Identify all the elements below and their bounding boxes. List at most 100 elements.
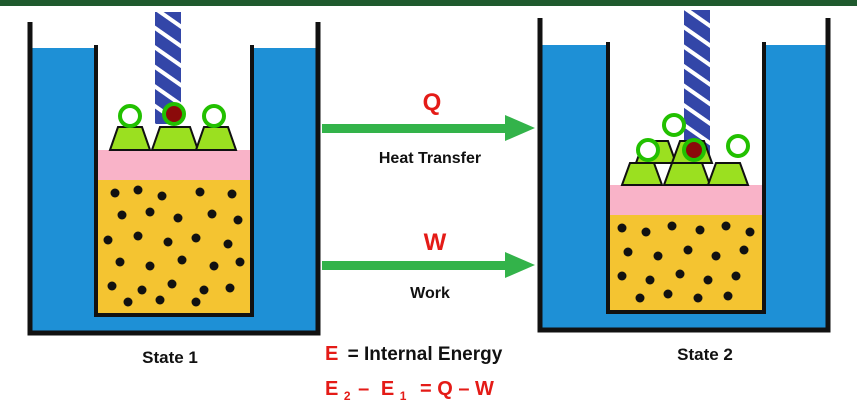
state2-weights — [620, 113, 750, 186]
weight — [150, 126, 200, 151]
gas-molecule — [711, 251, 721, 261]
work-arrow: W Work — [322, 229, 535, 302]
equation-sub1: 1 — [400, 389, 407, 403]
gas-molecule — [223, 239, 233, 249]
state1-container: State 1 — [27, 12, 321, 367]
legend-symbol: E — [325, 343, 338, 365]
gas-molecule — [191, 297, 201, 307]
work-arrow-head — [505, 252, 535, 278]
gas-molecule — [145, 207, 155, 217]
weight — [662, 162, 712, 186]
gas-molecule — [623, 247, 633, 257]
gas-molecule — [693, 293, 703, 303]
gas-molecule — [123, 297, 133, 307]
weight-ring — [726, 134, 750, 158]
gas-molecule — [133, 185, 143, 195]
legend-definition: = Internal Energy — [348, 344, 503, 365]
gas-molecule — [177, 255, 187, 265]
state1-bath-wall — [27, 22, 321, 336]
gas-molecule — [641, 227, 651, 237]
gas-molecule — [635, 293, 645, 303]
gas-molecule — [191, 233, 201, 243]
gas-molecule — [163, 237, 173, 247]
gas-molecule — [745, 227, 755, 237]
gas-molecule — [115, 257, 125, 267]
state1-weights — [108, 102, 238, 151]
gas-molecule — [207, 209, 217, 219]
gas-molecule — [617, 223, 627, 233]
gas-molecule — [645, 275, 655, 285]
gas-molecule — [227, 189, 237, 199]
gas-molecule — [199, 285, 209, 295]
gas-molecule — [723, 291, 733, 301]
work-arrow-shaft — [322, 261, 507, 270]
weight — [620, 162, 664, 186]
gas-molecule — [739, 245, 749, 255]
gas-molecule — [225, 283, 235, 293]
gas-molecule — [157, 191, 167, 201]
state2-container: State 2 — [537, 10, 831, 364]
weight-ring — [202, 104, 226, 128]
state1-label: State 1 — [142, 348, 198, 367]
state1-piston — [97, 150, 251, 180]
gas-molecule — [653, 251, 663, 261]
equation-rhs: = Q – W — [420, 378, 494, 400]
work-caption: Work — [410, 285, 450, 302]
weight-ring — [118, 104, 142, 128]
heat-arrow: Q Heat Transfer — [322, 89, 535, 167]
gas-molecule — [235, 257, 245, 267]
gas-molecule — [721, 221, 731, 231]
legend-line: E = Internal Energy — [325, 343, 503, 365]
gas-molecule — [675, 269, 685, 279]
weight-ball — [682, 138, 706, 162]
work-symbol: W — [424, 229, 447, 256]
gas-molecule — [103, 235, 113, 245]
weight — [706, 162, 750, 186]
gas-molecule — [117, 210, 127, 220]
state2-cylinder-wall — [606, 42, 766, 314]
weight — [194, 126, 238, 151]
gas-molecule — [173, 213, 183, 223]
state2-molecules — [617, 221, 755, 303]
weight-ring — [662, 113, 686, 137]
state2-piston — [609, 185, 763, 215]
equation-line: E 2 – E 1 = Q – W — [325, 378, 494, 405]
gas-molecule — [107, 281, 117, 291]
state2-bath-wall — [537, 18, 831, 333]
heat-arrow-shaft — [322, 124, 507, 133]
gas-molecule — [731, 271, 741, 281]
gas-molecule — [209, 261, 219, 271]
heat-symbol: Q — [423, 89, 442, 116]
gas-molecule — [663, 289, 673, 299]
gas-molecule — [155, 295, 165, 305]
state2-gas — [609, 215, 763, 312]
weight — [108, 126, 152, 151]
gas-molecule — [133, 231, 143, 241]
state2-label: State 2 — [677, 345, 733, 364]
top-border — [0, 0, 857, 6]
gas-molecule — [145, 261, 155, 271]
weight-ring — [636, 138, 660, 162]
equation-minus: – — [358, 378, 369, 400]
energy-equation: E 2 – E 1 = Q – W — [325, 378, 494, 405]
gas-molecule — [683, 245, 693, 255]
energy-legend: E = Internal Energy — [325, 343, 503, 365]
gas-molecule — [195, 187, 205, 197]
state2-rod — [684, 10, 710, 160]
gas-molecule — [110, 188, 120, 198]
state1-cylinder-wall — [94, 45, 254, 317]
gas-molecule — [703, 275, 713, 285]
gas-molecule — [667, 221, 677, 231]
equation-sub2: 2 — [344, 389, 351, 403]
gas-molecule — [233, 215, 243, 225]
weight-ball — [162, 102, 186, 126]
equation-e2: E — [325, 378, 338, 400]
gas-molecule — [695, 225, 705, 235]
gas-molecule — [137, 285, 147, 295]
heat-arrow-head — [505, 115, 535, 141]
state1-molecules — [103, 185, 245, 307]
equation-e1: E — [381, 378, 394, 400]
heat-caption: Heat Transfer — [379, 150, 481, 167]
